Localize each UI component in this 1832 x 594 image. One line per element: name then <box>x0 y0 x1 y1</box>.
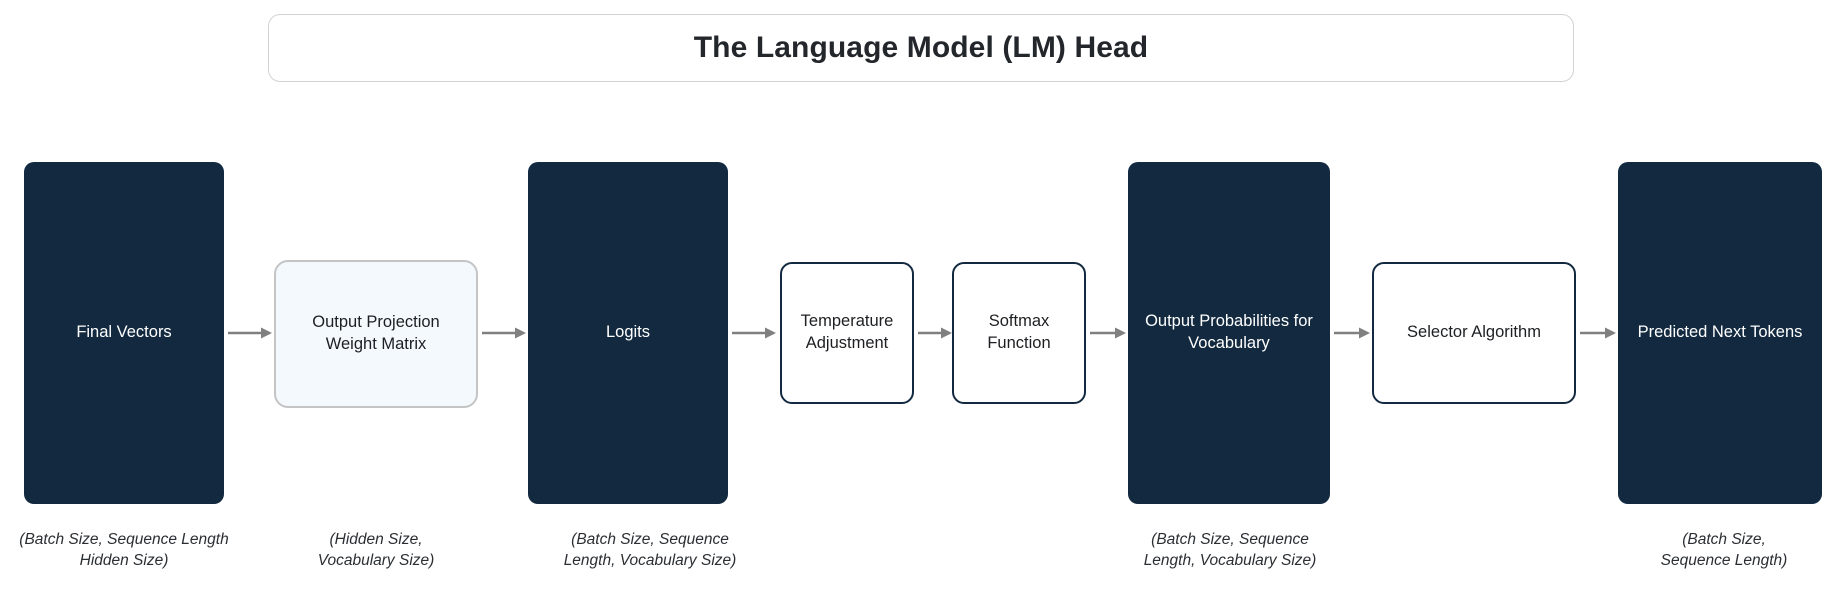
node-predicted-next-tokens[interactable]: Predicted Next Tokens <box>1618 162 1822 504</box>
arrow-output-projection-to-logits <box>482 326 526 340</box>
node-final-vectors-label: Final Vectors <box>76 323 172 342</box>
node-predicted-next-tokens-label: Predicted Next Tokens <box>1637 323 1803 342</box>
node-selector-algorithm-label: Selector Algorithm <box>1407 323 1541 342</box>
arrow-selector-algorithm-to-predicted-next-tokens <box>1580 326 1616 340</box>
arrow-final-vectors-to-output-projection <box>228 326 272 340</box>
caption-predicted-next-tokens: (Batch Size, Sequence Length) <box>1660 531 1788 569</box>
node-softmax-function-label: Softmax Function <box>987 312 1051 352</box>
arrow-temperature-adjustment-to-softmax <box>918 326 952 340</box>
caption-output-probabilities-for-vocabulary: (Batch Size, Sequence Length, Vocabulary… <box>1143 531 1317 569</box>
node-final-vectors[interactable]: Final Vectors <box>24 162 224 504</box>
caption-final-vectors: (Batch Size, Sequence Length Hidden Size… <box>19 531 229 569</box>
node-temperature-adjustment[interactable]: Temperature Adjustment <box>780 262 914 404</box>
node-logits-label: Logits <box>605 323 651 342</box>
node-selector-algorithm[interactable]: Selector Algorithm <box>1372 262 1576 404</box>
arrow-logits-to-temperature-adjustment <box>732 326 776 340</box>
arrow-output-probabilities-to-selector-algorithm <box>1334 326 1370 340</box>
node-output-projection-weight-matrix[interactable]: Output Projection Weight Matrix <box>274 260 478 408</box>
node-softmax-function[interactable]: Softmax Function <box>952 262 1086 404</box>
node-logits[interactable]: Logits <box>528 162 728 504</box>
node-output-probabilities-for-vocabulary[interactable]: Output Probabilities for Vocabulary <box>1128 162 1330 504</box>
node-output-probabilities-for-vocabulary-label: Output Probabilities for Vocabulary <box>1145 312 1313 352</box>
caption-output-projection-weight-matrix: (Hidden Size, Vocabulary Size) <box>317 531 435 569</box>
page-title: The Language Model (LM) Head <box>693 31 1149 64</box>
node-temperature-adjustment-label: Temperature Adjustment <box>800 312 894 352</box>
diagram-title-banner: The Language Model (LM) Head <box>268 14 1574 82</box>
caption-logits: (Batch Size, Sequence Length, Vocabulary… <box>563 531 737 569</box>
arrow-softmax-to-output-probabilities <box>1090 326 1126 340</box>
node-output-projection-weight-matrix-label: Output Projection Weight Matrix <box>312 313 440 353</box>
